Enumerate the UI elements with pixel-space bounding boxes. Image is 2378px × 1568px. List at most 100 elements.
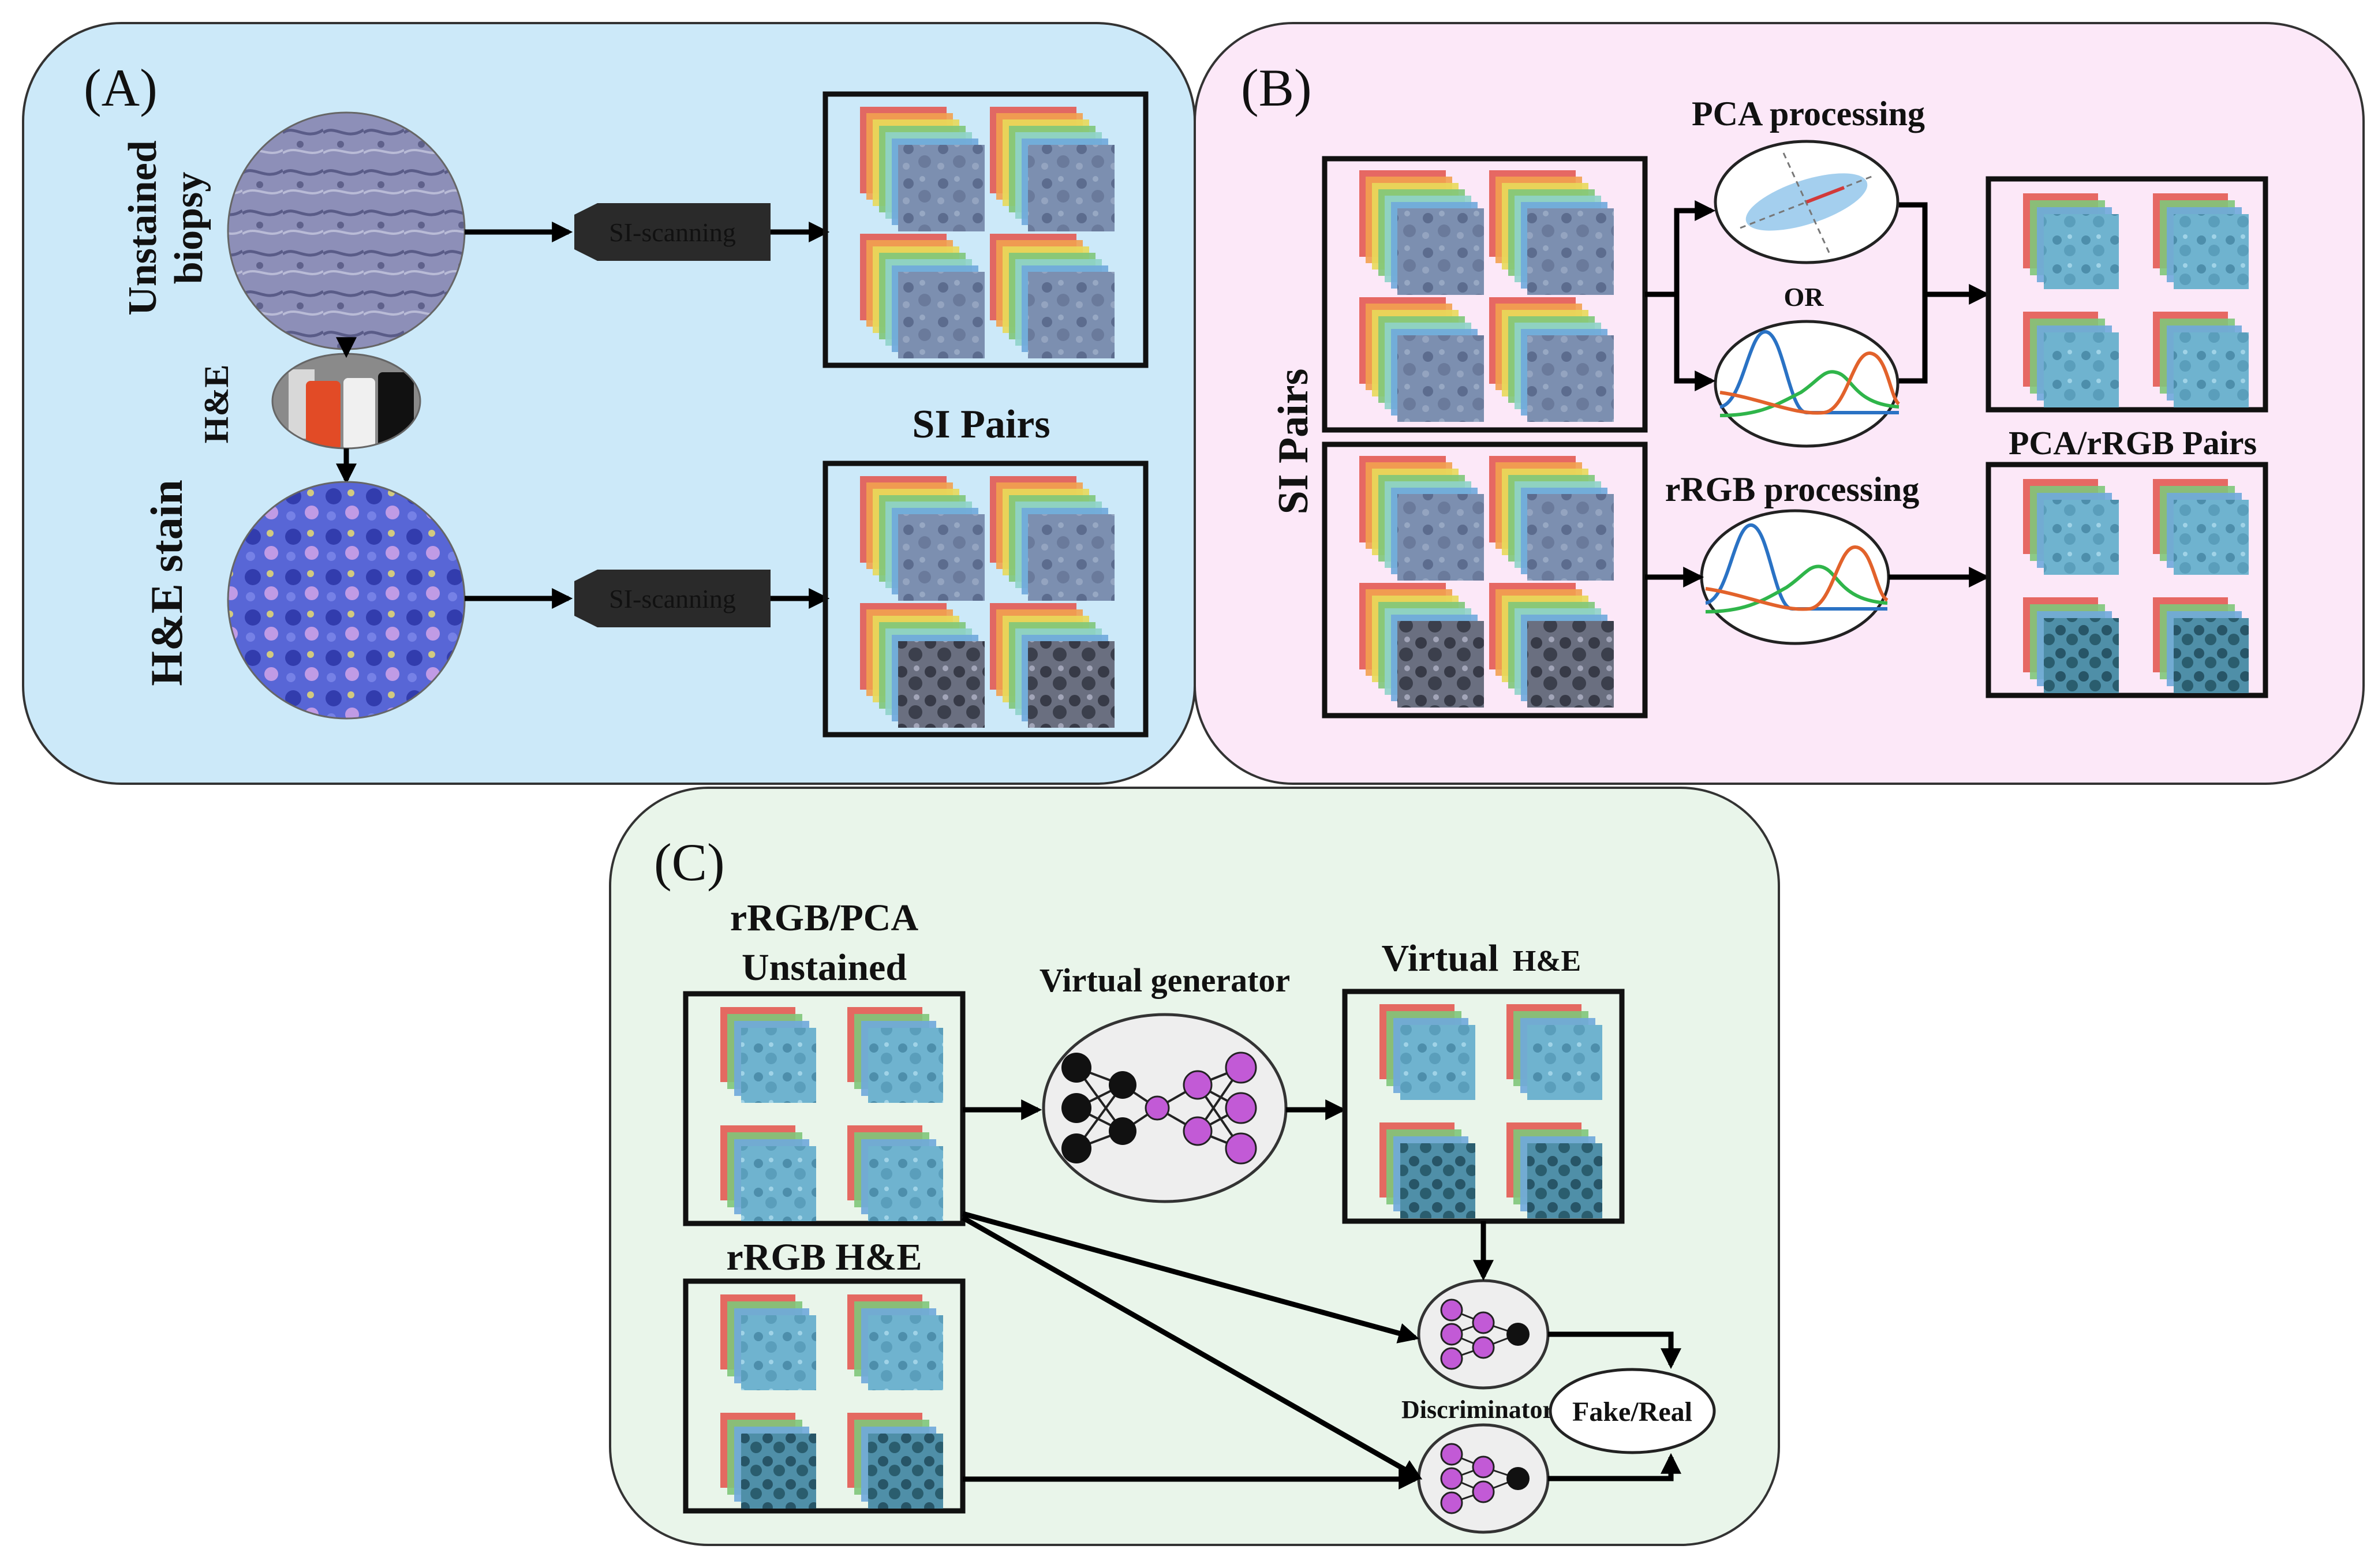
tissue-image-layer bbox=[868, 1146, 943, 1221]
panel-c-virtual-stacks bbox=[1379, 1004, 1602, 1218]
pca-scatter-icon bbox=[1714, 140, 1900, 264]
virtual-generator-title: Virtual generator bbox=[1040, 961, 1290, 999]
tissue-image-layer bbox=[898, 272, 985, 358]
image-stack-icon bbox=[2153, 479, 2249, 575]
he-stained-core-image bbox=[227, 481, 466, 720]
tissue-image-layer bbox=[1527, 494, 1614, 581]
tissue-image-layer bbox=[1397, 208, 1484, 295]
panel-a-stacks-top bbox=[860, 107, 1115, 358]
tissue-image-layer bbox=[741, 1146, 816, 1221]
image-stack-icon bbox=[720, 1007, 816, 1103]
tissue-image-layer bbox=[868, 1028, 943, 1103]
tissue-image-layer bbox=[2044, 214, 2119, 289]
arrow-unstained-to-discriminator-top bbox=[962, 1211, 1419, 1344]
panel-b-stacks-top bbox=[1359, 170, 1614, 422]
tissue-image-layer bbox=[1028, 145, 1115, 231]
he-stain-label: H&E stain bbox=[141, 480, 192, 686]
panel-a: (A) Unstained biopsy H&E H&E stain bbox=[22, 22, 1196, 785]
image-stack-icon bbox=[2023, 597, 2119, 693]
tissue-image-layer bbox=[2174, 500, 2249, 575]
rrgb-processing-title: rRGB processing bbox=[1665, 470, 1920, 508]
connector-spectrum-out bbox=[1899, 294, 1928, 384]
panel-b-outputs-bottom bbox=[2023, 479, 2249, 693]
image-stack-icon bbox=[720, 1413, 816, 1509]
tissue-image-layer bbox=[741, 1315, 816, 1390]
image-stack-icon bbox=[1506, 1122, 1602, 1218]
connector-pca-out bbox=[1899, 202, 1928, 294]
virtual-he-title-main: Virtual bbox=[1382, 937, 1499, 979]
panel-c-unstained-stacks bbox=[720, 1007, 943, 1221]
tissue-image-layer bbox=[1527, 208, 1614, 295]
panel-a-letter: (A) bbox=[84, 58, 158, 117]
panel-b-letter: (B) bbox=[1241, 58, 1312, 117]
spectrum-curves-icon bbox=[1714, 320, 1901, 448]
unstained-biopsy-label-line2: biopsy bbox=[167, 172, 211, 285]
or-label: OR bbox=[1784, 282, 1824, 312]
tissue-image-layer bbox=[1527, 335, 1614, 422]
tissue-image-layer bbox=[1527, 1143, 1602, 1218]
scanner-label-top: SI-scanning bbox=[609, 218, 736, 247]
panel-a-si-pairs-title: SI Pairs bbox=[912, 402, 1050, 447]
discriminator-label: Discriminator bbox=[1401, 1395, 1554, 1424]
panel-b-output-box-top bbox=[1986, 176, 2268, 413]
tissue-image-layer bbox=[1028, 641, 1115, 728]
panel-c-letter: (C) bbox=[654, 833, 725, 892]
panel-a-stack-box-top bbox=[822, 91, 1149, 368]
fake-real-label: Fake/Real bbox=[1572, 1397, 1692, 1427]
tissue-image-layer bbox=[2174, 332, 2249, 407]
image-stack-icon bbox=[847, 1125, 943, 1221]
objective-scanner-icon: SI-scanning bbox=[574, 203, 771, 261]
stain-bottles-photo bbox=[271, 353, 421, 450]
tissue-image-layer bbox=[2044, 332, 2119, 407]
panel-b: (B) SI Pairs PCA processing OR bbox=[1194, 22, 2365, 785]
image-stack-icon bbox=[1489, 456, 1614, 581]
image-stack-icon bbox=[1379, 1004, 1475, 1100]
spectrum-curves-icon bbox=[1700, 509, 1890, 645]
image-stack-icon bbox=[990, 476, 1115, 601]
panel-b-stack-box-bottom bbox=[1322, 441, 1648, 718]
image-stack-icon bbox=[860, 476, 985, 601]
image-stack-icon bbox=[1359, 456, 1484, 581]
arrow-stacks-to-pca bbox=[1645, 200, 1716, 297]
image-stack-icon bbox=[2153, 312, 2249, 407]
pca-processing-title: PCA processing bbox=[1692, 95, 1925, 133]
tissue-image-layer bbox=[741, 1028, 816, 1103]
decision-node: Fake/Real bbox=[1549, 1368, 1716, 1454]
tissue-image-layer bbox=[2174, 214, 2249, 289]
image-stack-icon bbox=[990, 107, 1115, 231]
image-stack-icon bbox=[990, 234, 1115, 358]
tissue-image-layer bbox=[1527, 621, 1614, 708]
image-stack-icon bbox=[1506, 1004, 1602, 1100]
unstained-input-title-line2: Unstained bbox=[742, 946, 907, 989]
arrow-discriminator-bottom-to-decision bbox=[1548, 1453, 1681, 1481]
unstained-biopsy-label-line1: Unstained bbox=[121, 140, 165, 315]
panel-b-output-box-bottom bbox=[1986, 462, 2268, 698]
tissue-image-layer bbox=[1028, 272, 1115, 358]
tissue-image-layer bbox=[868, 1434, 943, 1509]
image-stack-icon bbox=[860, 107, 985, 231]
panel-c: (C) rRGB/PCA Unstained Virtual generator bbox=[609, 787, 1780, 1546]
tissue-image-layer bbox=[1400, 1143, 1475, 1218]
tissue-image-layer bbox=[2044, 618, 2119, 693]
tissue-image-layer bbox=[2044, 500, 2119, 575]
tissue-image-layer bbox=[1400, 1025, 1475, 1100]
arrow-stacks-to-spectrum bbox=[1674, 294, 1716, 391]
image-stack-icon bbox=[2023, 479, 2119, 575]
image-stack-icon bbox=[1359, 583, 1484, 708]
image-stack-icon bbox=[847, 1007, 943, 1103]
image-stack-icon bbox=[720, 1294, 816, 1390]
tissue-image-layer bbox=[2174, 618, 2249, 693]
image-stack-icon bbox=[1379, 1122, 1475, 1218]
image-stack-icon bbox=[847, 1413, 943, 1509]
tissue-image-layer bbox=[898, 641, 985, 728]
tissue-image-layer bbox=[898, 514, 985, 601]
discriminator-network-icon bbox=[1417, 1423, 1550, 1534]
discriminator-network-icon bbox=[1417, 1279, 1550, 1390]
image-stack-icon bbox=[1489, 170, 1614, 295]
panel-c-reference-box bbox=[683, 1278, 966, 1514]
tissue-image-layer bbox=[898, 145, 985, 231]
panel-b-outputs-top bbox=[2023, 193, 2249, 407]
panel-a-stacks-bottom bbox=[860, 476, 1115, 728]
image-stack-icon bbox=[990, 603, 1115, 728]
